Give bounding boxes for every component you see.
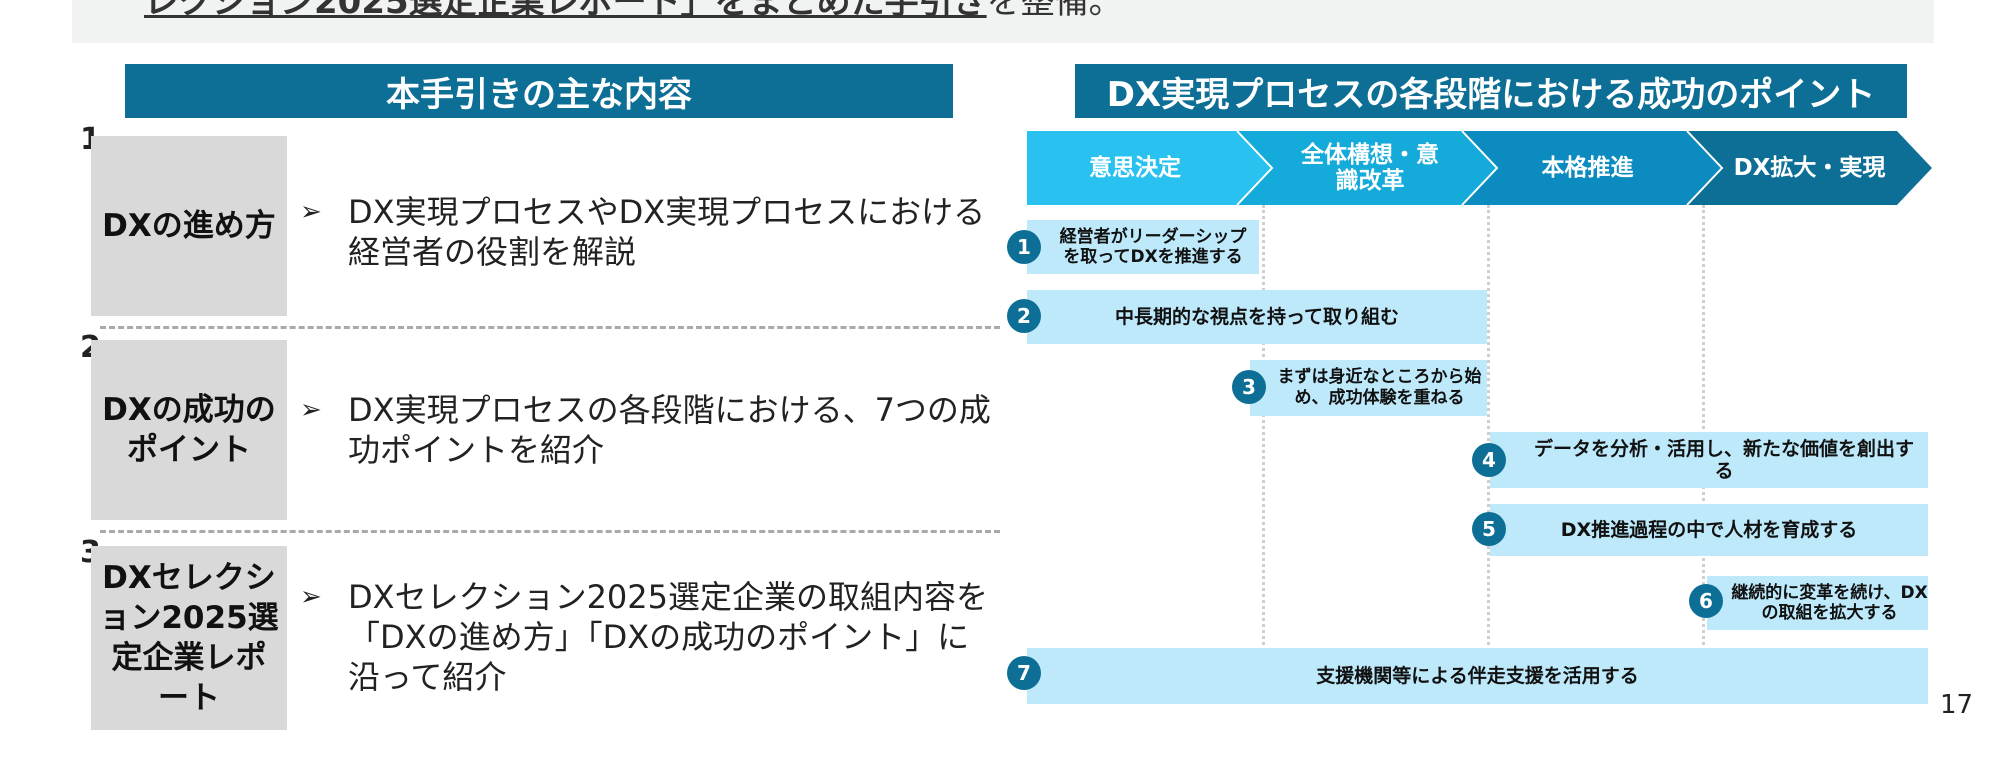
summary-plain: を整備。 (986, 0, 1123, 22)
stage-chevron-decision (1027, 131, 1272, 205)
point-7-text: 支援機関等による伴走支援を活用する (1316, 665, 1639, 687)
point-4: データを分析・活用し、新たな価値を創出する (1490, 432, 1928, 488)
stage-divider-1 (1262, 205, 1265, 645)
point-5-text: DX推進過程の中で人材を育成する (1560, 519, 1858, 541)
item-desc-1: ➢ DX実現プロセスやDX実現プロセスにおける経営者の役割を解説 (300, 192, 1000, 276)
point-3: まずは身近なところから始め、成功体験を重ねる (1250, 360, 1487, 416)
point-6: 継続的に変革を続け、DXの取組を拡大する (1707, 576, 1928, 630)
item-label-3: DXセレクション2025選定企業レポート (91, 546, 287, 730)
point-1-text: 経営者がリーダーシップを取ってDXを推進する (1059, 227, 1247, 267)
summary-underlined: レクション2025選定企業レポート」をまとめた手引き (144, 0, 987, 22)
item-desc-3: ➢ DXセレクション2025選定企業の取組内容を「DXの進め方」「DXの成功のポ… (300, 577, 1000, 701)
item-label-2: DXの成功のポイント (91, 340, 287, 520)
point-1: 経営者がリーダーシップを取ってDXを推進する (1027, 220, 1259, 274)
stage-chevron-promotion (1462, 131, 1722, 205)
point-badge-4: 4 (1472, 443, 1506, 477)
point-4-text: データを分析・活用し、新たな価値を創出する (1534, 438, 1915, 482)
bullet-arrow-icon: ➢ (300, 582, 322, 612)
stage-label-2: 全体構想・意識改革 (1301, 142, 1439, 194)
point-badge-7: 7 (1007, 656, 1041, 690)
stage-label-1: 意思決定 (1089, 155, 1181, 181)
point-badge-2: 2 (1007, 299, 1041, 333)
point-5: DX推進過程の中で人材を育成する (1490, 504, 1928, 556)
page-number: 17 (1940, 690, 1974, 720)
item-desc-3-text: DXセレクション2025選定企業の取組内容を「DXの進め方」「DXの成功のポイン… (348, 578, 989, 696)
point-badge-6: 6 (1689, 584, 1723, 618)
point-3-text: まずは身近なところから始め、成功体験を重ねる (1277, 367, 1482, 408)
point-7: 支援機関等による伴走支援を活用する (1027, 648, 1928, 704)
stage-divider-2 (1487, 205, 1490, 645)
stage-chevron-concept (1237, 131, 1497, 205)
point-badge-3: 3 (1232, 370, 1266, 404)
bullet-arrow-icon: ➢ (300, 197, 322, 227)
item-label-3-text: DXセレクション2025選定企業レポート (99, 560, 279, 716)
success-points-header: DX実現プロセスの各段階における成功のポイント (1075, 64, 1907, 118)
bullet-arrow-icon: ➢ (300, 395, 322, 425)
item-desc-2: ➢ DX実現プロセスの各段階における、7つの成功ポイントを紹介 (300, 390, 1000, 474)
item-desc-2-text: DX実現プロセスの各段階における、7つの成功ポイントを紹介 (348, 391, 991, 469)
stage-label-4: DX拡大・実現 (1733, 155, 1886, 181)
point-6-text: 継続的に変革を続け、DXの取組を拡大する (1731, 583, 1928, 623)
summary-banner: レクション2025選定企業レポート」をまとめた手引きを整備。 (72, 0, 1934, 43)
stage-label-3: 本格推進 (1541, 155, 1634, 181)
divider-1 (100, 326, 1000, 329)
divider-2 (100, 530, 1000, 533)
stage-chevron-expansion (1687, 131, 1932, 205)
item-label-1: DXの進め方 (91, 136, 287, 316)
point-2: 中長期的な視点を持って取り組む (1027, 290, 1487, 344)
item-label-1-text: DXの進め方 (102, 208, 276, 244)
contents-header: 本手引きの主な内容 (125, 64, 953, 118)
stage-divider-3 (1702, 205, 1705, 645)
point-badge-5: 5 (1472, 512, 1506, 546)
point-2-text: 中長期的な視点を持って取り組む (1114, 306, 1400, 328)
item-label-2-text: DXの成功のポイント (102, 392, 276, 468)
point-badge-1: 1 (1007, 230, 1041, 264)
summary-text: レクション2025選定企業レポート」をまとめた手引きを整備。 (144, 0, 1123, 23)
item-desc-1-text: DX実現プロセスやDX実現プロセスにおける経営者の役割を解説 (348, 193, 986, 271)
process-chevrons (1027, 131, 1932, 205)
